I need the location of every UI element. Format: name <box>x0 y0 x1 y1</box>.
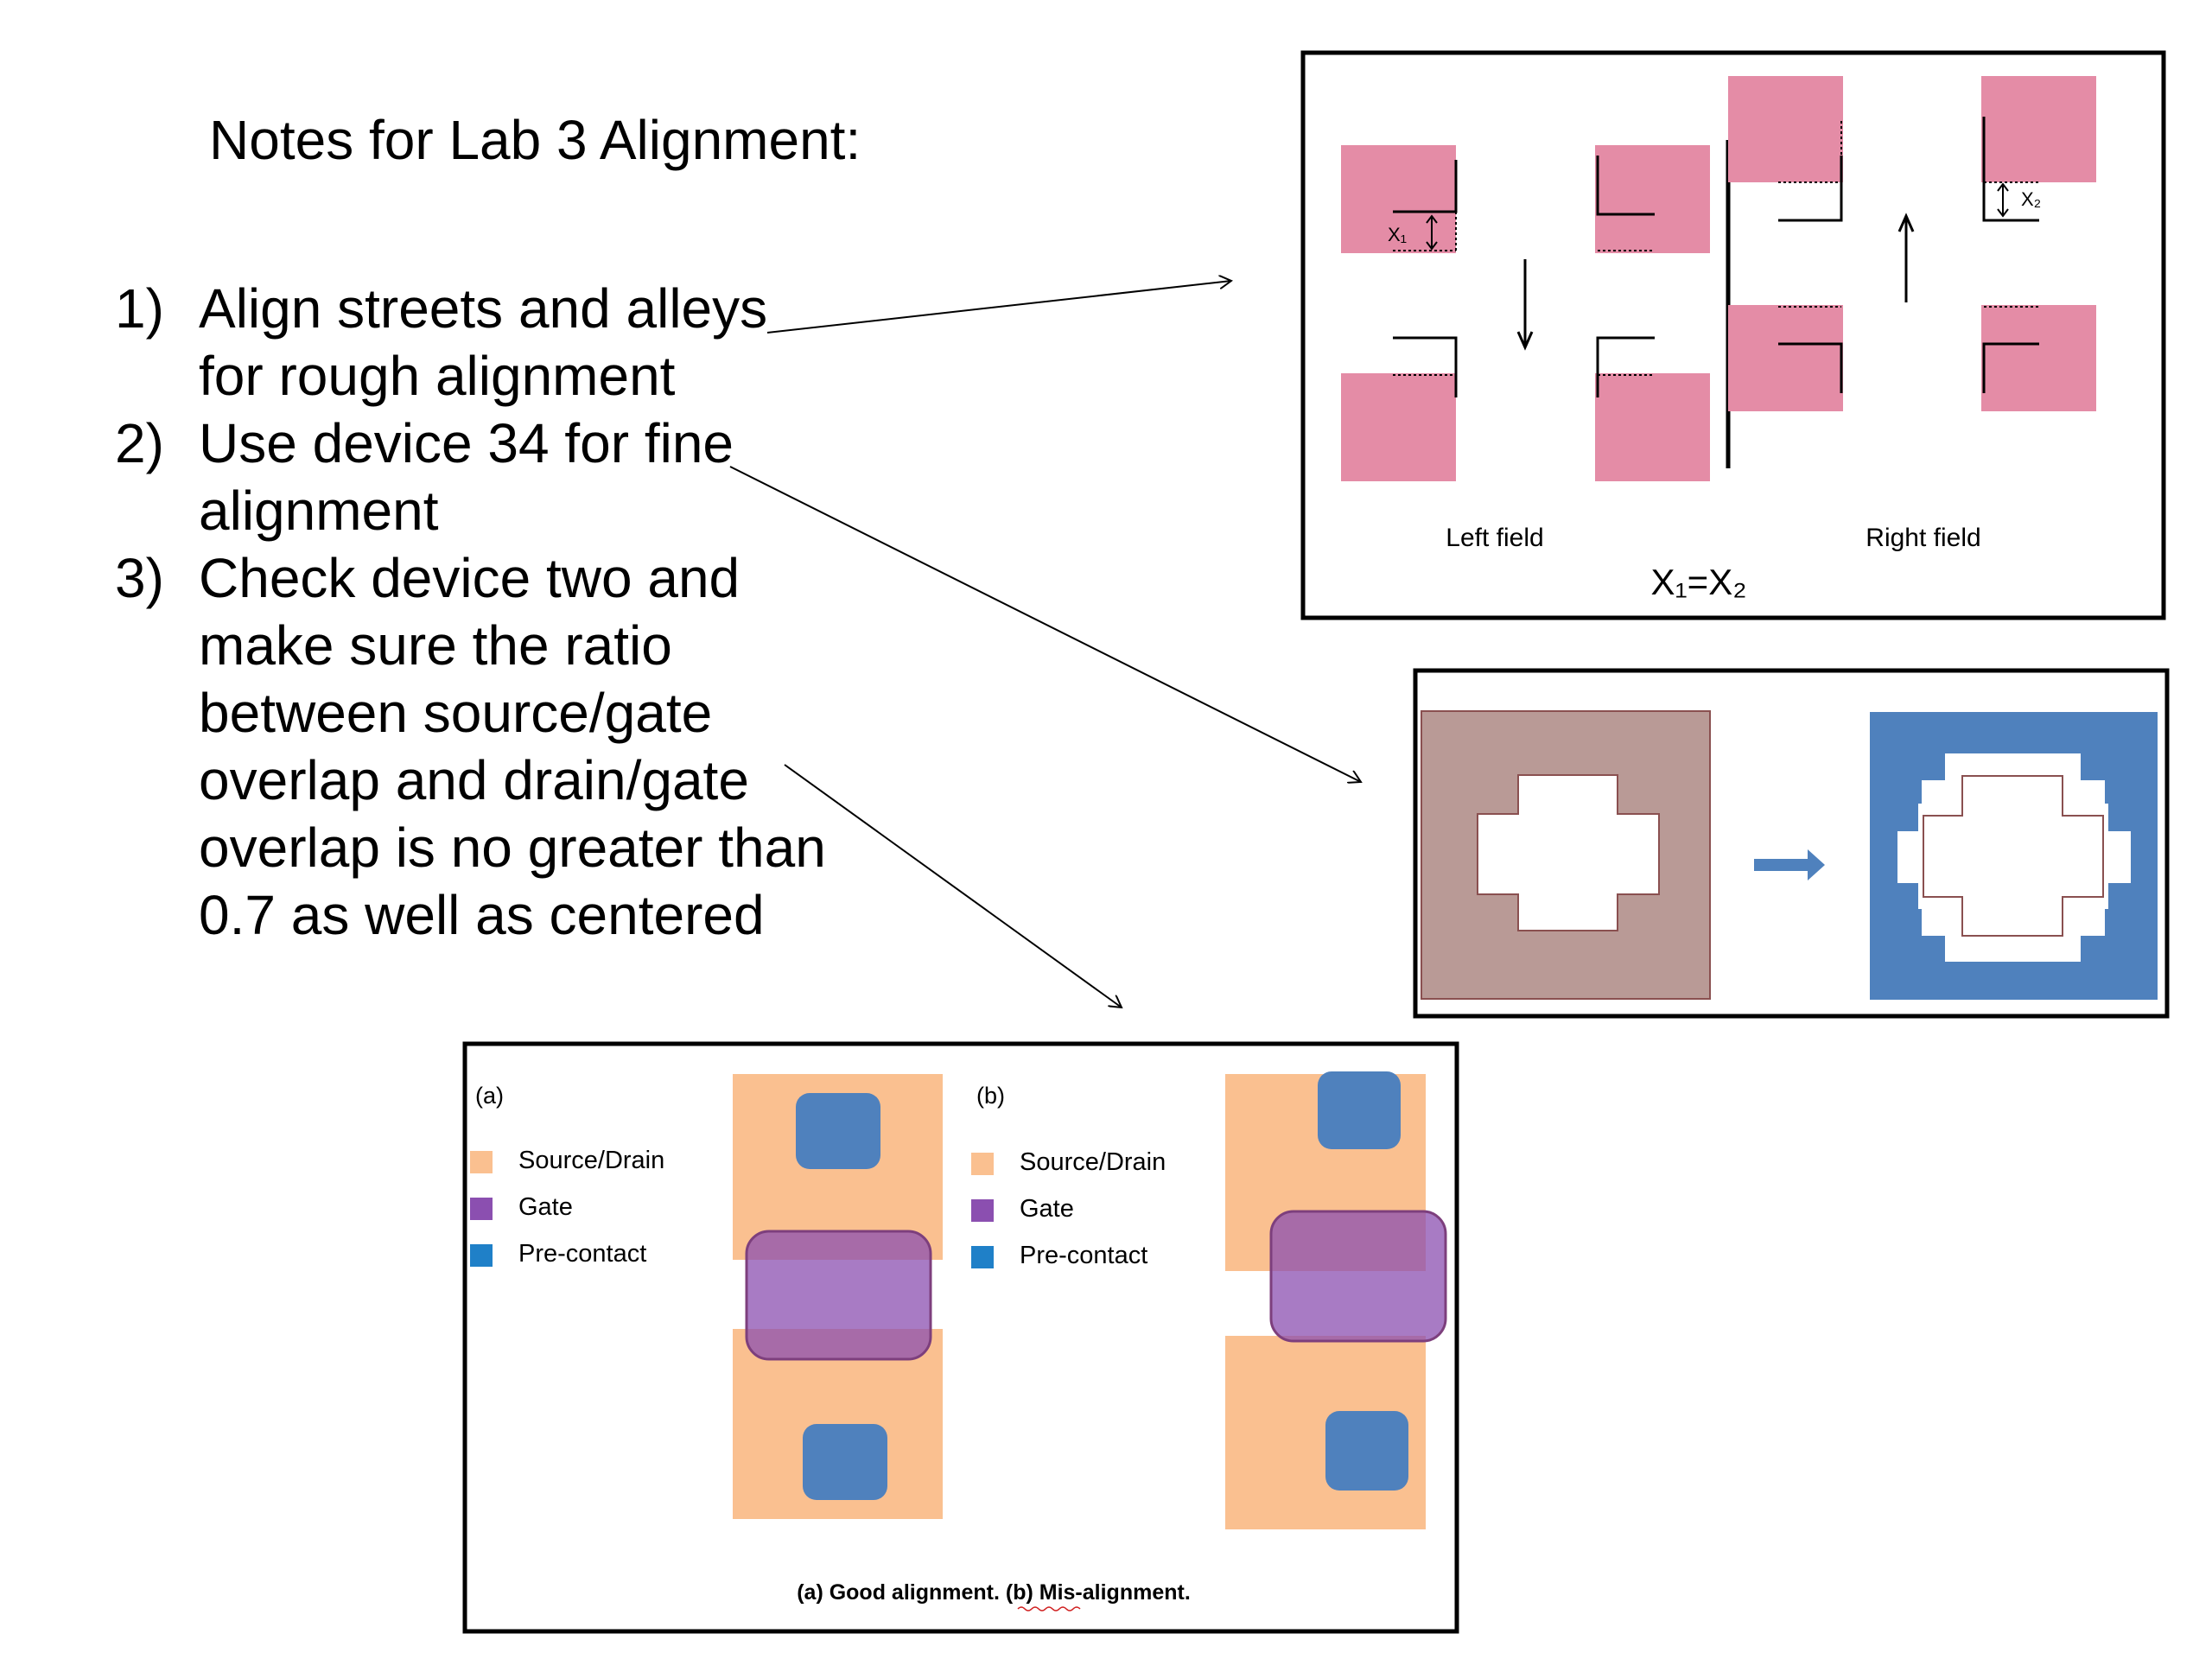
alignment-mark <box>1981 305 2096 411</box>
down-arrowhead <box>1516 331 1534 351</box>
legend-label: Source/Drain <box>1020 1148 1166 1176</box>
note-line: Check device two and <box>199 547 741 609</box>
legend-label: Gate <box>1020 1195 1074 1223</box>
pointer-arrow-2 <box>729 466 1361 782</box>
spellcheck-underline <box>1017 1606 1081 1611</box>
panel-b-label: (b) <box>976 1083 1005 1109</box>
cross-outline <box>1923 775 2104 937</box>
note-number: 2) <box>115 412 164 474</box>
up-arrowhead <box>1897 213 1915 232</box>
left-field-label: Left field <box>1446 524 1543 552</box>
page-title: Notes for Lab 3 Alignment: <box>209 109 861 171</box>
x2-measure-arrows <box>1997 182 2009 218</box>
cross-mark <box>1778 156 1843 222</box>
alignment-mark <box>1728 76 1843 182</box>
blue-cutout <box>1897 753 2131 962</box>
transistor-figure: (a) (b) Source/Drain Gate Pre-contact So… <box>462 1041 1459 1634</box>
note-line: alignment <box>199 480 439 542</box>
legend-label: Source/Drain <box>518 1147 664 1174</box>
alignment-mark <box>1728 305 1843 411</box>
note-line: 0.7 as well as centered <box>199 884 765 946</box>
x1-measure-arrows <box>1426 214 1438 251</box>
alignment-mark <box>1595 145 1710 253</box>
cross-cutout <box>1477 774 1660 931</box>
pre-contact-bottom <box>803 1424 887 1500</box>
legend-swatch-source-drain <box>971 1153 994 1175</box>
note-line: Use device 34 for fine <box>199 412 734 474</box>
legend-swatch-gate <box>971 1199 994 1222</box>
legend-swatch-source-drain <box>470 1151 493 1173</box>
cross-mark <box>1596 156 1655 216</box>
note-line: between source/gate <box>199 682 713 744</box>
fine-alignment-figure <box>1413 668 2170 1019</box>
cross-mark <box>1982 342 2039 393</box>
legend-swatch-gate <box>470 1198 493 1220</box>
pointer-arrow-3 <box>784 764 1122 1007</box>
right-field-label: Right field <box>1866 524 1980 552</box>
alignment-mark <box>1341 145 1456 253</box>
cross-mark <box>1982 117 2039 222</box>
gate-region <box>745 1230 932 1361</box>
note-line: for rough alignment <box>199 345 676 407</box>
figure-caption: (a) Good alignment. (b) Mis-alignment. <box>797 1580 1191 1605</box>
legend-label: Gate <box>518 1193 573 1221</box>
pointer-arrow-1 <box>766 281 1231 334</box>
cross-mark <box>1778 342 1843 393</box>
note-line: overlap and drain/gate <box>199 749 749 811</box>
field-alignment-figure: X₁ X₂ Left field Right field X₁=X₂ <box>1300 50 2166 620</box>
gate-region <box>1269 1210 1447 1343</box>
note-line: make sure the ratio <box>199 614 672 677</box>
alignment-mark <box>1981 76 2096 182</box>
pre-contact-bottom <box>1325 1411 1408 1491</box>
note-number: 3) <box>115 547 164 609</box>
pre-contact-top <box>1318 1071 1401 1149</box>
legend-swatch-pre-contact <box>971 1246 994 1268</box>
note-number: 1) <box>115 277 164 340</box>
equation-label: X₁=X₂ <box>1650 562 1746 602</box>
panel-a-label: (a) <box>475 1083 504 1109</box>
legend-swatch-pre-contact <box>470 1244 493 1267</box>
note-line: Align streets and alleys <box>199 277 768 340</box>
right-arrowhead <box>1808 849 1825 880</box>
alignment-mark <box>1595 373 1710 481</box>
x2-label: X₂ <box>2021 188 2041 210</box>
note-line: overlap is no greater than <box>199 817 826 879</box>
pre-contact-top <box>796 1093 880 1169</box>
legend-label: Pre-contact <box>518 1240 646 1268</box>
alignment-mark <box>1341 373 1456 481</box>
x1-label: X₁ <box>1388 224 1407 245</box>
cross-mark <box>1393 336 1458 397</box>
legend-label: Pre-contact <box>1020 1242 1147 1269</box>
cross-mark <box>1596 336 1655 397</box>
